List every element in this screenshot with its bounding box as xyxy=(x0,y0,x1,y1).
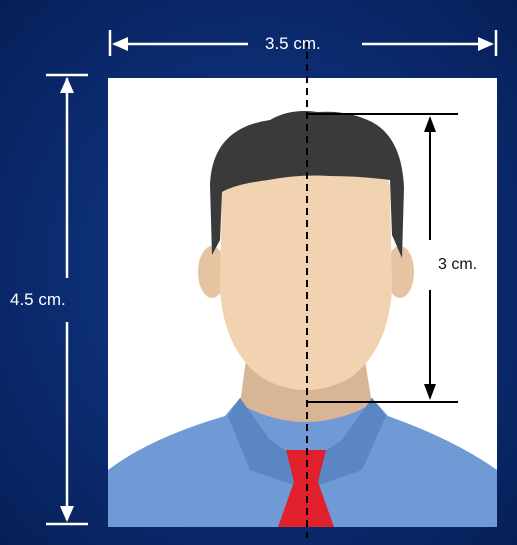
width-arrow-right xyxy=(478,37,494,51)
tie-blade xyxy=(278,482,334,527)
head-arrow-bottom xyxy=(424,384,436,400)
width-dimension xyxy=(108,30,498,56)
height-arrow-top xyxy=(60,77,74,93)
hair xyxy=(210,111,404,258)
left-ear xyxy=(198,246,226,298)
width-arrow-left xyxy=(112,37,128,51)
head-height-dimension xyxy=(307,113,458,403)
collar-right xyxy=(312,398,386,486)
width-label: 3.5 cm. xyxy=(265,34,321,53)
collar-left xyxy=(228,398,300,486)
height-arrow-bottom xyxy=(60,506,74,522)
head-height-label: 3 cm. xyxy=(438,256,478,273)
height-label: 4.5 cm. xyxy=(10,290,66,309)
height-dimension xyxy=(46,73,88,526)
right-ear xyxy=(386,246,414,298)
head-arrow-top xyxy=(424,116,436,132)
